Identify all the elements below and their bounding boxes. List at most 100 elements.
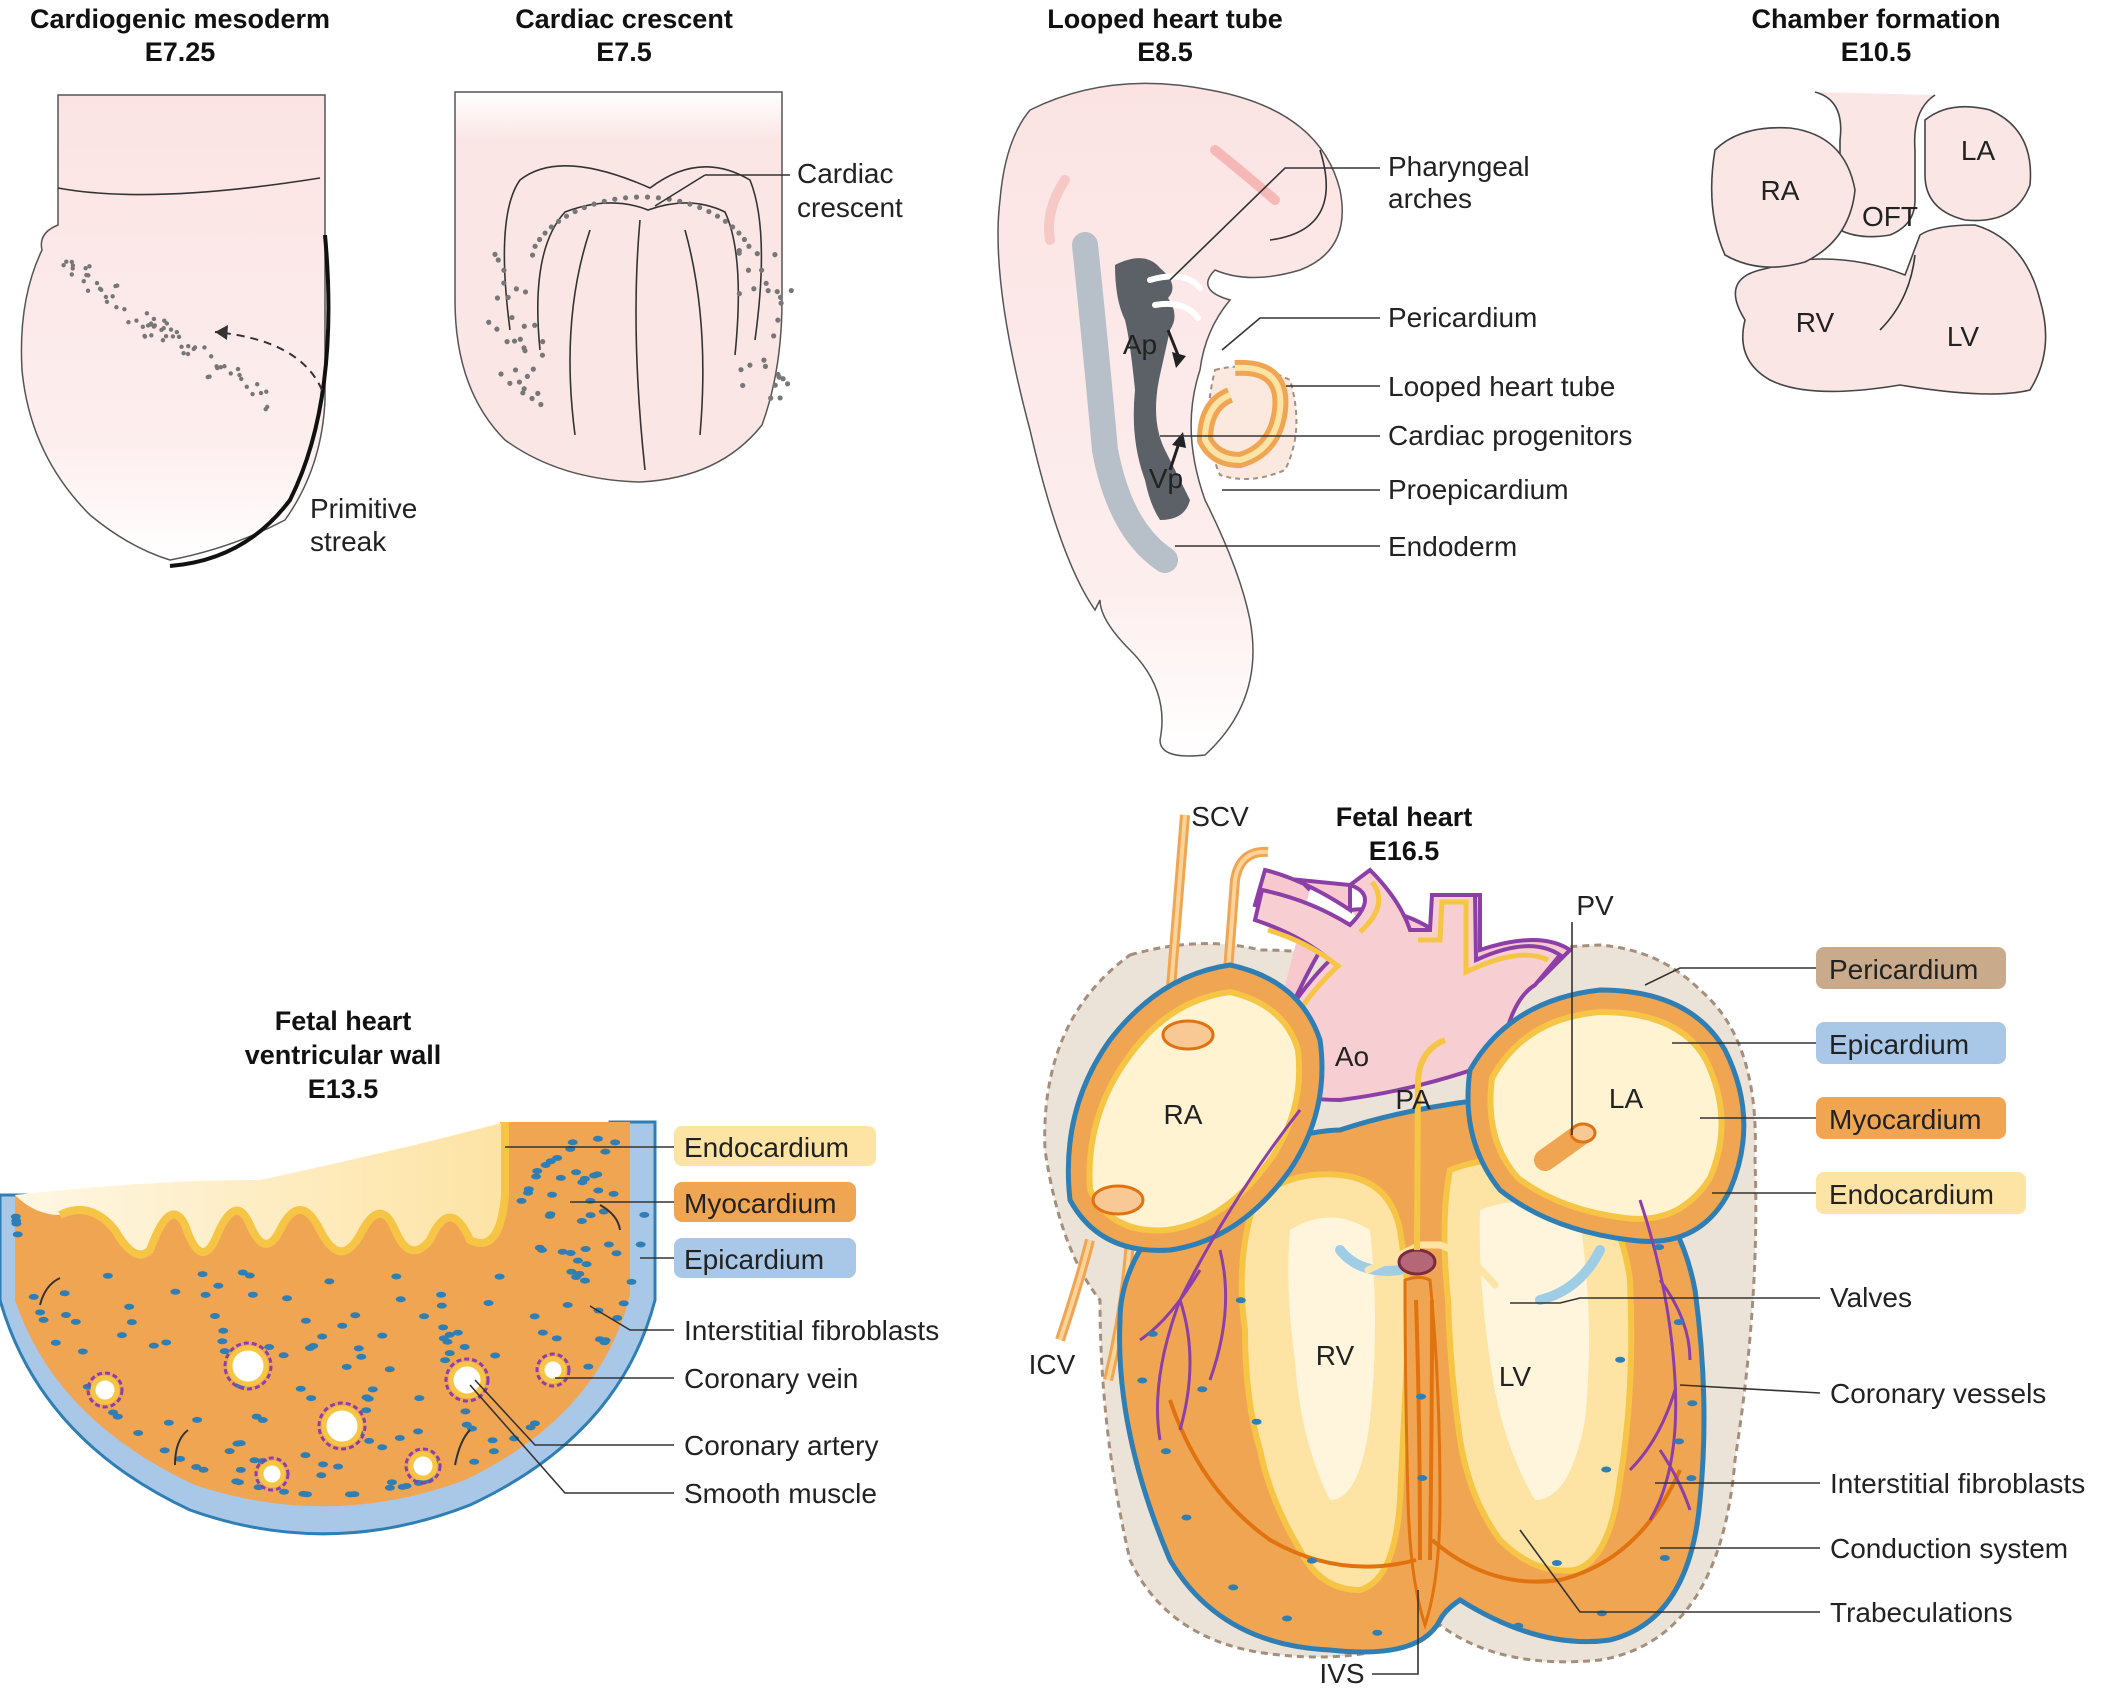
stipple-dot [115, 283, 120, 288]
scv-vessel-core [1168, 814, 1269, 1011]
coronary-artery [258, 1460, 286, 1488]
fibroblast-cell [618, 1300, 629, 1307]
fibroblast-cell [1307, 1557, 1318, 1564]
fibroblast-cell [350, 1312, 361, 1319]
stipple-dot [486, 319, 492, 325]
coronary-artery [539, 1356, 567, 1384]
stipple-dot [706, 208, 712, 215]
stipple-dot [151, 324, 157, 329]
fibroblast-cell [557, 1248, 568, 1255]
stipple-dot [181, 350, 186, 356]
stipple-dot [512, 367, 519, 373]
stage-e8-5: E8.5 [1137, 37, 1193, 67]
stipple-dot [264, 389, 269, 394]
stipple-dot [622, 195, 629, 201]
stipple-dot [754, 251, 760, 257]
stipple-dot [513, 286, 519, 292]
fibroblast-cell [337, 1322, 348, 1329]
fibroblast-cell [414, 1395, 425, 1402]
stipple-dot [776, 374, 782, 380]
title-cardiogenic-mesoderm: Cardiogenic mesoderm [30, 4, 330, 34]
stipple-dot [780, 376, 786, 382]
legend-fetal-endocardium: Endocardium [1829, 1179, 1994, 1210]
fibroblast-cell [231, 1478, 242, 1485]
stipple-dot [228, 371, 233, 376]
stipple-dot [61, 263, 66, 268]
fibroblast-cell [161, 1339, 172, 1346]
fibroblast-cell [566, 1268, 577, 1275]
fetal-fibroblast-cells [1137, 1244, 1698, 1636]
stipple-dot [104, 299, 110, 304]
vessel-smooth-muscle-ring [317, 1401, 367, 1451]
stipple-dot [494, 326, 500, 332]
label-chamber-rv: RV [1796, 307, 1835, 338]
label-fetal-la: LA [1609, 1083, 1644, 1114]
label-wall-smooth: Smooth muscle [684, 1478, 877, 1509]
cardiac-progenitors-shape [1115, 258, 1190, 520]
embryo-cup-crescent [454, 91, 783, 483]
label-wall-vein: Coronary vein [684, 1363, 858, 1394]
stipple-dot [738, 367, 744, 373]
leader-pericardium [1221, 317, 1380, 351]
fibroblast-cell [531, 1173, 542, 1180]
fibroblast-cell [488, 1448, 499, 1455]
fibroblast-cell [1235, 1297, 1246, 1304]
stipple-dot [501, 280, 507, 286]
label-wall-artery: Coronary artery [684, 1430, 879, 1461]
fibroblast-cell [610, 1139, 621, 1146]
fibroblast-cell [264, 1344, 275, 1351]
septal-cap [1364, 1241, 1499, 1289]
fibroblast-cell [170, 1288, 181, 1295]
vessel-smooth-muscle-ring [86, 1371, 124, 1409]
leader-trabeculations [1519, 1529, 1820, 1613]
fibroblast-cell [304, 1345, 315, 1352]
stipple-dot [235, 366, 241, 372]
fibroblast-cell [1416, 1393, 1427, 1400]
fibroblast-cell [333, 1463, 344, 1470]
label-valves: Valves [1830, 1282, 1912, 1313]
fibroblast-cell [50, 1339, 61, 1346]
fibroblast-cell [469, 1458, 480, 1465]
stipple-dot [164, 321, 170, 326]
fibroblast-cell [413, 1428, 424, 1435]
stipple-dot [529, 395, 535, 402]
optic-region-1 [1210, 145, 1280, 205]
leader-pharyngeal [1169, 167, 1380, 281]
fibroblast-cell [452, 1329, 463, 1336]
fibroblast-cell [209, 1313, 220, 1320]
stipple-dot [601, 198, 607, 204]
panel-cardiac-crescent: Cardiac crescent E7.5 Cardiac crescent [454, 4, 903, 483]
fibroblast-cell [197, 1271, 208, 1278]
fibroblast-cell [247, 1291, 258, 1298]
fibroblast-cell [38, 1316, 49, 1323]
fibroblast-cell [175, 1455, 186, 1462]
fibroblast-cell [77, 1348, 88, 1355]
label-coronary-vessels: Coronary vessels [1830, 1378, 2046, 1409]
stipple-dot [97, 286, 103, 291]
stipple-dot [498, 371, 504, 377]
stipple-dot [142, 333, 147, 339]
stipple-dot [218, 364, 223, 370]
stipple-dot [501, 267, 507, 273]
fibroblast-cell [356, 1353, 367, 1360]
fibroblast-cell [494, 1273, 505, 1280]
label-pharyngeal: Pharyngeal [1388, 151, 1530, 182]
fibroblast-cell [436, 1291, 447, 1298]
stipple-dot [778, 300, 784, 306]
label-cardiac-progenitors: Cardiac progenitors [1388, 420, 1632, 451]
vessel-smooth-muscle-ring [254, 1456, 290, 1492]
fibroblast-cell [540, 1162, 551, 1169]
midline-groove [635, 219, 646, 471]
fibroblast-cell [1160, 1448, 1171, 1455]
fibroblast-cell [438, 1324, 449, 1331]
fibroblast-cell [603, 1241, 614, 1248]
title-chamber-formation: Chamber formation [1751, 4, 2000, 34]
fibroblast-cell [1197, 1386, 1208, 1393]
stipple-dot [208, 354, 214, 359]
stipple-dot [772, 382, 778, 388]
stipple-dot [563, 213, 570, 219]
stipple-dot [736, 250, 742, 256]
fibroblast-cell [384, 1366, 395, 1373]
stipple-dot [697, 204, 703, 211]
